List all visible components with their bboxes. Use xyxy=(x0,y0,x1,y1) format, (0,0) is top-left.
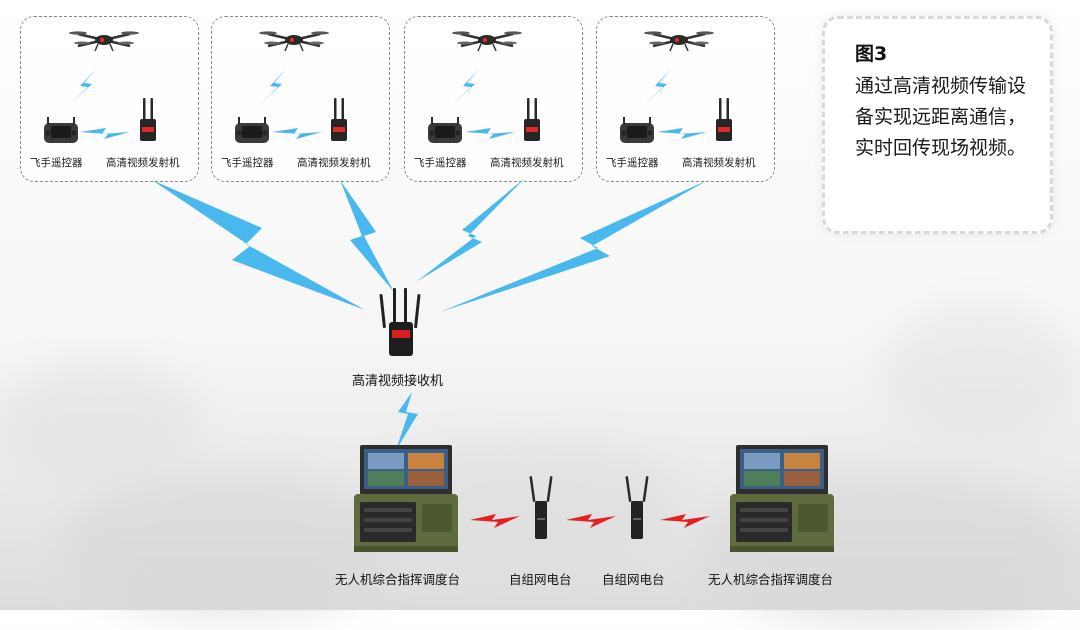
transmitter-icon xyxy=(524,98,540,141)
remote-controller-label: 飞手遥控器 xyxy=(30,157,83,169)
transmitter-icon xyxy=(716,98,732,141)
command-console-icon xyxy=(354,445,458,552)
drone-group-box xyxy=(404,16,583,182)
receiver-label: 高清视频接收机 xyxy=(352,374,444,389)
background-cloud xyxy=(880,300,1080,440)
drone-icon xyxy=(257,30,331,53)
mesh-radio-label: 自组网电台 xyxy=(602,572,665,587)
background-cloud xyxy=(60,470,400,620)
transmitter-label: 高清视频发射机 xyxy=(106,157,180,169)
signal-bolts-large xyxy=(152,178,708,450)
transmitter-icon xyxy=(140,98,156,141)
info-panel: 图3 通过高清视频传输设备实现远距离通信，实时回传现场视频。 xyxy=(822,16,1053,234)
remote-controller-label: 飞手遥控器 xyxy=(606,157,659,169)
signal-bolts-small xyxy=(68,68,707,139)
info-text: 通过高清视频传输设备实现远距离通信，实时回传现场视频。 xyxy=(855,75,1027,159)
mesh-radio-icon xyxy=(529,476,553,539)
drone-group-box xyxy=(211,16,390,182)
red-links xyxy=(470,514,710,528)
remote-controller-icon xyxy=(44,117,78,143)
remote-controller-icon xyxy=(620,117,654,143)
command-console-label: 无人机综合指挥调度台 xyxy=(708,572,834,587)
drone-icon xyxy=(450,30,524,53)
remote-controller-label: 飞手遥控器 xyxy=(414,157,467,169)
network-diagram xyxy=(44,30,834,552)
transmitter-icon xyxy=(331,98,347,141)
receiver-icon xyxy=(379,288,421,356)
mesh-radio-label: 自组网电台 xyxy=(509,572,572,587)
remote-controller-icon xyxy=(428,117,462,143)
drone-group-box xyxy=(596,16,775,182)
command-console-icon xyxy=(730,445,834,552)
remote-controller-label: 飞手遥控器 xyxy=(221,157,274,169)
transmitter-label: 高清视频发射机 xyxy=(682,157,756,169)
drone-icon xyxy=(642,30,716,53)
background-cloud xyxy=(0,360,200,480)
command-console-label: 无人机综合指挥调度台 xyxy=(335,572,461,587)
drone-icon xyxy=(67,30,141,53)
info-title: 图3 xyxy=(855,43,888,65)
transmitter-label: 高清视频发射机 xyxy=(297,157,371,169)
transmitter-label: 高清视频发射机 xyxy=(490,157,564,169)
remote-controller-icon xyxy=(235,117,269,143)
mesh-radio-icon xyxy=(625,476,649,539)
